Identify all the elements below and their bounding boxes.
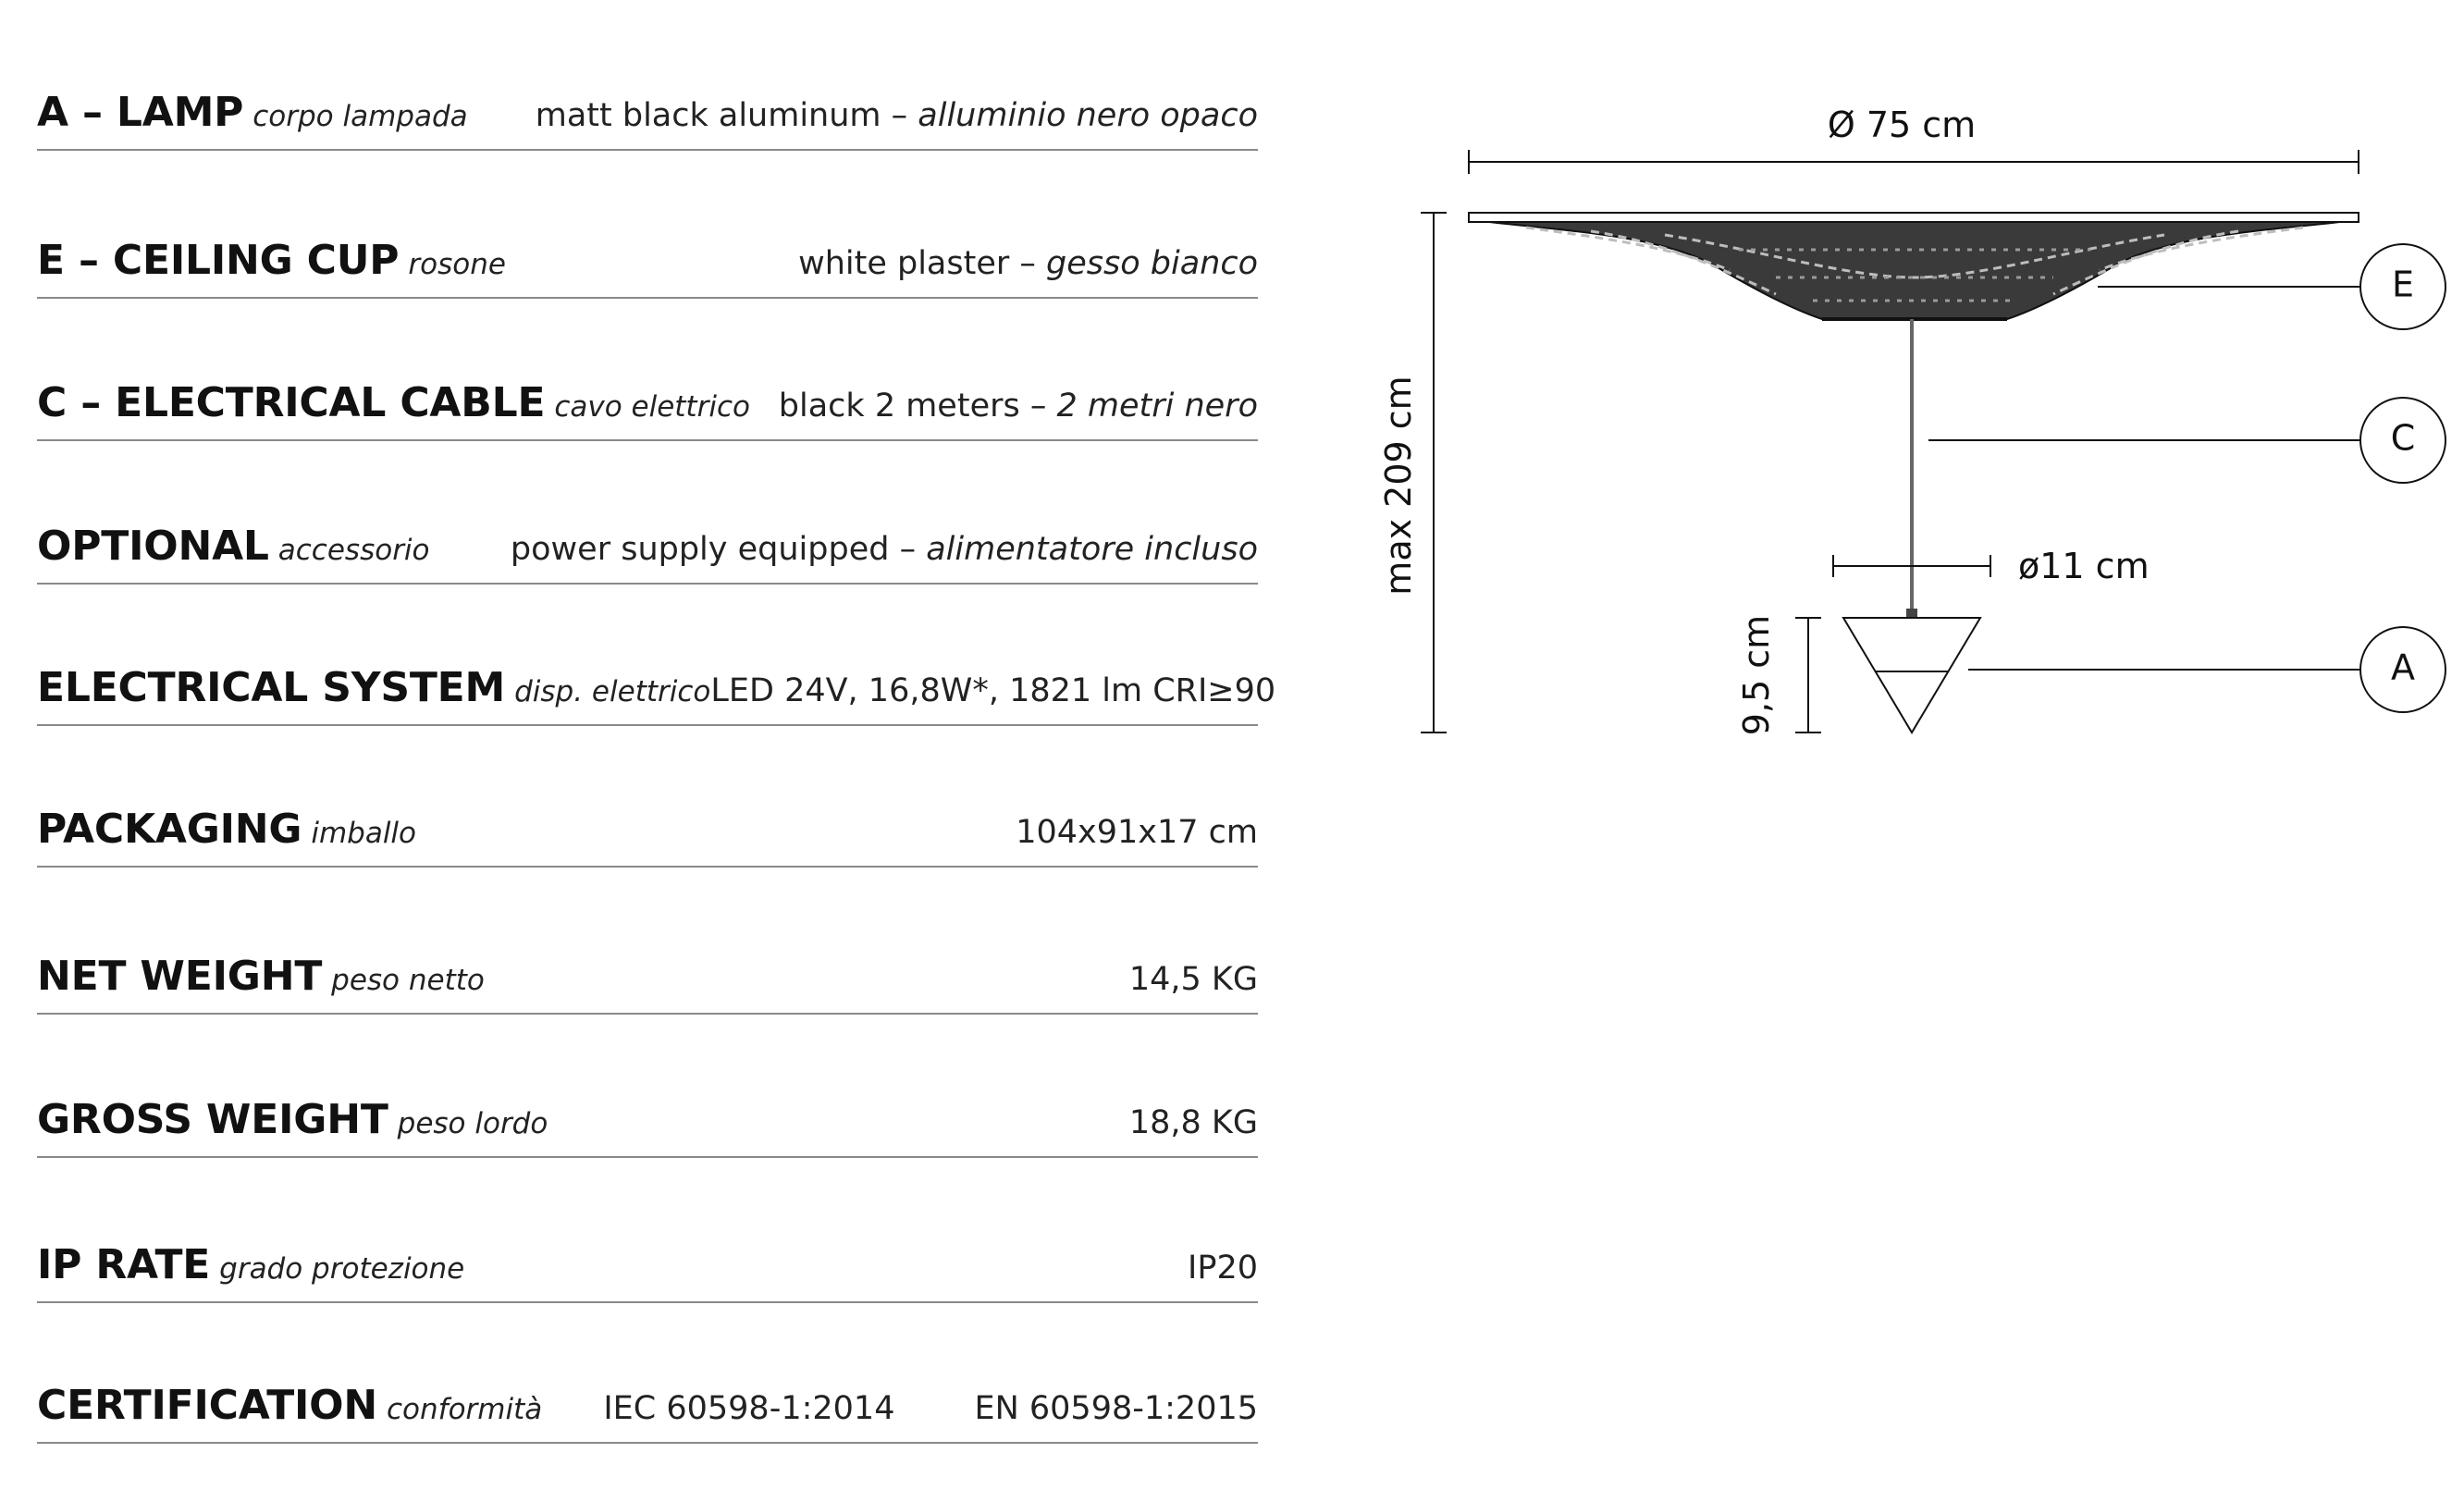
diameter-dimension: [1468, 150, 2359, 174]
callout-c: C: [1928, 397, 2446, 484]
spec-sublabel: accessorio: [277, 534, 430, 567]
callout-a: A: [1968, 626, 2446, 713]
diameter-label: Ø 75 cm: [1828, 105, 1976, 145]
spec-value: 14,5 KG: [1128, 961, 1258, 998]
spec-label: CERTIFICATION: [37, 1382, 378, 1429]
technical-drawing: Ø 75 cm max 209 cm ø11 cm 9,5 cm: [1378, 105, 2446, 735]
height-label: max 209 cm: [1378, 376, 1419, 595]
callout-c-label: C: [2391, 418, 2416, 459]
spec-row-certification: CERTIFICATION conformità IEC 60598-1:2014…: [37, 1382, 1258, 1444]
spec-label: C – ELECTRICAL CABLE: [37, 379, 546, 426]
spec-value-italian: gesso bianco: [1046, 245, 1258, 282]
spec-value: 18,8 KG: [1128, 1104, 1258, 1141]
spec-value: black 2 meters –: [778, 388, 1057, 425]
spec-value: IP20: [1188, 1250, 1258, 1287]
spec-sublabel: corpo lampada: [253, 100, 468, 133]
certification-standard-iec: IEC 60598-1:2014: [603, 1390, 895, 1427]
spec-label: GROSS WEIGHT: [37, 1096, 388, 1143]
callout-a-label: A: [2391, 647, 2415, 688]
spec-sublabel: peso netto: [331, 964, 485, 997]
spec-label: OPTIONAL: [37, 523, 269, 570]
ceiling-cup-shape: [1468, 212, 2359, 321]
certification-standard-en: EN 60598-1:2015: [974, 1390, 1258, 1427]
spec-sublabel: rosone: [408, 248, 506, 281]
spec-value-italian: alluminio nero opaco: [918, 97, 1258, 134]
spec-sublabel: grado protezione: [219, 1252, 465, 1286]
spec-label: IP RATE: [37, 1241, 211, 1288]
spec-value: LED 24V, 16,8W*, 1821 lm CRI≥90: [710, 672, 1276, 709]
lamp-diameter-label: ø11 cm: [2018, 546, 2150, 586]
callout-e: E: [2098, 243, 2446, 330]
lamp-height-dimension: [1795, 617, 1821, 733]
spec-value: 104x91x17 cm: [1016, 814, 1258, 851]
spec-label: PACKAGING: [37, 806, 302, 853]
spec-label: ELECTRICAL SYSTEM: [37, 664, 506, 711]
spec-row-gross-weight: GROSS WEIGHT peso lordo 18,8 KG: [37, 1096, 1258, 1158]
spec-value: power supply equipped –: [510, 531, 927, 568]
lamp-cone-shape: [1842, 617, 1982, 734]
spec-sublabel: cavo elettrico: [554, 390, 750, 424]
spec-value: matt black aluminum –: [535, 97, 918, 134]
spec-label: A – LAMP: [37, 89, 244, 136]
certification-values: IEC 60598-1:2014 EN 60598-1:2015: [603, 1390, 1258, 1427]
spec-label: NET WEIGHT: [37, 953, 323, 1000]
spec-row-packaging: PACKAGING imballo 104x91x17 cm: [37, 806, 1258, 868]
spec-value-italian: alimentatore incluso: [926, 531, 1258, 568]
spec-value-italian: 2 metri nero: [1056, 388, 1258, 425]
spec-row-lamp: A – LAMP corpo lampada matt black aluminu…: [37, 89, 1258, 151]
height-dimension: [1421, 212, 1447, 733]
spec-sublabel: conformità: [387, 1393, 543, 1426]
spec-label: E – CEILING CUP: [37, 237, 400, 284]
spec-sublabel: disp. elettrico: [514, 675, 711, 708]
spec-sublabel: peso lordo: [397, 1107, 548, 1140]
spec-sublabel: imballo: [311, 817, 417, 850]
callout-e-label: E: [2392, 265, 2414, 305]
electrical-cable-shape: [1906, 319, 1917, 618]
lamp-height-label: 9,5 cm: [1736, 615, 1777, 735]
lamp-diameter-dimension: [1832, 555, 1991, 577]
spec-value: white plaster –: [798, 245, 1046, 282]
